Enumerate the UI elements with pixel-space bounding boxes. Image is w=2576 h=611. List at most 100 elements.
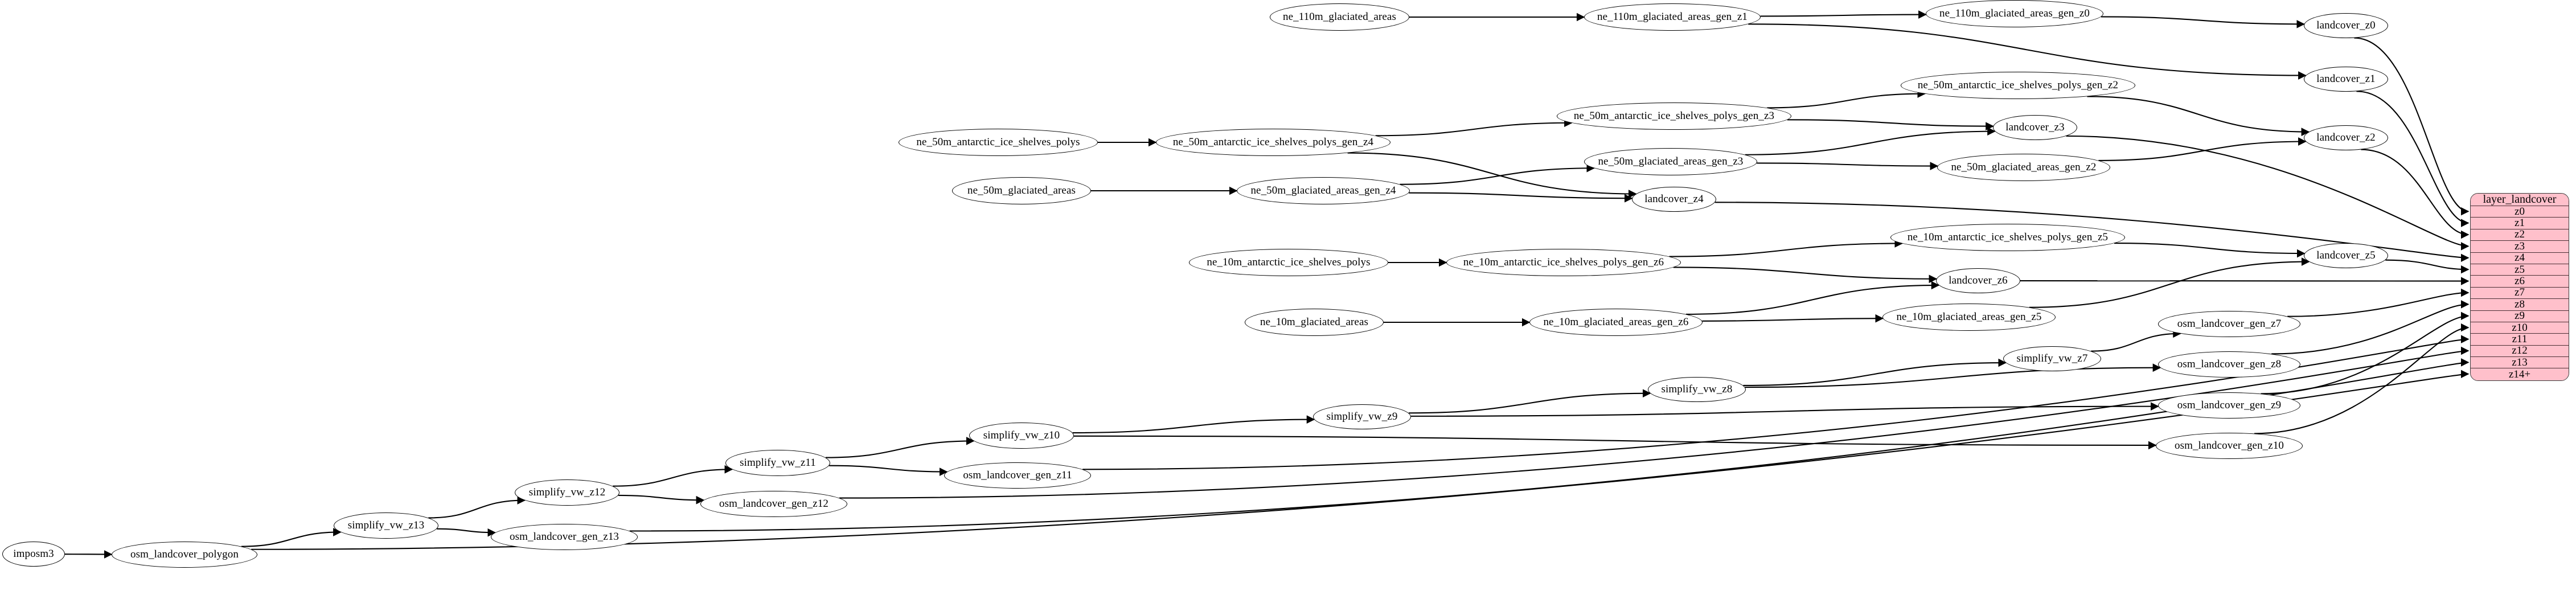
graph-edge (2254, 323, 2470, 434)
graph-node-landcover-z5[interactable]: landcover_z5 (2304, 243, 2388, 268)
table-row[interactable]: z14+ (2471, 368, 2569, 380)
graph-node-landcover-z0[interactable]: landcover_z0 (2304, 13, 2388, 38)
graph-edge (839, 346, 2470, 499)
graph-node-osm-landcover-polygon[interactable]: osm_landcover_polygon (112, 542, 257, 568)
graph-edge (1669, 239, 1904, 257)
graph-node-simplify-vw-z8[interactable]: simplify_vw_z8 (1648, 377, 1746, 402)
graph-edge (1400, 163, 1595, 185)
graph-node-ne-10m-antarctic-ice-shelves-polys[interactable]: ne_10m_antarctic_ice_shelves_polys (1189, 249, 1388, 276)
graph-edge (2356, 91, 2470, 227)
graph-node-osm-landcover-gen-z11[interactable]: osm_landcover_gen_z11 (944, 462, 1091, 489)
table-row[interactable]: z8 (2471, 298, 2569, 311)
graph-edge (1685, 281, 1940, 315)
graph-edge (2354, 37, 2470, 216)
table-row[interactable]: z9 (2471, 310, 2569, 322)
graph-node-ne-50m-glaciated-areas[interactable]: ne_50m_glaciated_areas (952, 177, 1091, 204)
graph-node-landcover-z3[interactable]: landcover_z3 (1993, 115, 2077, 140)
table-row[interactable]: z1 (2471, 217, 2569, 229)
graph-node-ne-50m-antarctic-ice-shelves-polys-gen-z4[interactable]: ne_50m_antarctic_ice_shelves_polys_gen_z… (1156, 129, 1390, 156)
graph-edge (1745, 127, 1996, 155)
graph-edge (437, 528, 497, 537)
graph-node-osm-landcover-gen-z7[interactable]: osm_landcover_gen_z7 (2158, 311, 2300, 337)
graph-node-ne-10m-glaciated-areas-gen-z6[interactable]: ne_10m_glaciated_areas_gen_z6 (1529, 309, 1703, 336)
table-row[interactable]: z13 (2471, 356, 2569, 369)
graph-node-ne-110m-glaciated-areas[interactable]: ne_110m_glaciated_areas (1270, 3, 1409, 31)
graph-edge (613, 465, 733, 487)
graph-node-ne-50m-antarctic-ice-shelves-polys[interactable]: ne_50m_antarctic_ice_shelves_polys (899, 129, 1098, 156)
graph-node-ne-50m-antarctic-ice-shelves-polys-gen-z3[interactable]: ne_50m_antarctic_ice_shelves_polys_gen_z… (1557, 102, 1791, 130)
graph-edge (1347, 152, 1637, 198)
graph-edge (1072, 415, 1315, 434)
graph-node-ne-50m-glaciated-areas-gen-z4[interactable]: ne_50m_glaciated_areas_gen_z4 (1237, 177, 1410, 204)
graph-edge (618, 494, 705, 505)
graph-node-simplify-vw-z13[interactable]: simplify_vw_z13 (334, 512, 438, 539)
graph-node-ne-50m-glaciated-areas-gen-z2[interactable]: ne_50m_glaciated_areas_gen_z2 (1937, 154, 2110, 181)
graph-edge (428, 496, 526, 519)
graph-edge (2087, 96, 2310, 136)
graph-edge (2101, 16, 2306, 28)
graph-edge (629, 358, 2470, 532)
graph-edge (1408, 389, 1651, 414)
graph-node-simplify-vw-z7[interactable]: simplify_vw_z7 (2003, 346, 2101, 371)
graph-node-ne-110m-glaciated-areas-gen-z1[interactable]: ne_110m_glaciated_areas_gen_z1 (1584, 3, 1761, 31)
graph-edge (1673, 266, 1938, 284)
graph-edge (829, 465, 948, 476)
graph-edge (2029, 257, 2310, 308)
table-row[interactable]: z3 (2471, 240, 2569, 253)
graph-node-simplify-vw-z9[interactable]: simplify_vw_z9 (1313, 404, 1411, 429)
graph-edge (1757, 162, 1939, 170)
graph-node-ne-50m-antarctic-ice-shelves-polys-gen-z2[interactable]: ne_50m_antarctic_ice_shelves_polys_gen_z… (1901, 72, 2135, 99)
graph-edge (2098, 137, 2307, 161)
graph-edge (1787, 119, 1994, 131)
table-row[interactable]: z6 (2471, 275, 2569, 288)
table-row[interactable]: z10 (2471, 322, 2569, 334)
graph-edge (1375, 118, 1573, 137)
graph-edge (1760, 10, 1927, 19)
graph-node-osm-landcover-gen-z8[interactable]: osm_landcover_gen_z8 (2158, 351, 2300, 378)
graph-edge (825, 437, 975, 458)
graph-node-simplify-vw-z12[interactable]: simplify_vw_z12 (515, 479, 620, 506)
table-row[interactable]: z11 (2471, 333, 2569, 346)
graph-node-osm-landcover-gen-z10[interactable]: osm_landcover_gen_z10 (2156, 433, 2303, 459)
graph-node-landcover-z2[interactable]: landcover_z2 (2304, 125, 2388, 150)
graph-edge (2385, 259, 2470, 274)
table-row[interactable]: z7 (2471, 286, 2569, 300)
graph-edge (251, 370, 2470, 550)
table-row[interactable]: z2 (2471, 228, 2569, 241)
graph-edge (2361, 149, 2470, 239)
graph-node-ne-10m-glaciated-areas-gen-z5[interactable]: ne_10m_glaciated_areas_gen_z5 (1882, 304, 2056, 331)
graph-edge (1748, 23, 2307, 80)
graph-edge (1702, 314, 1884, 323)
graph-node-simplify-vw-z11[interactable]: simplify_vw_z11 (725, 450, 830, 476)
graph-edge (2066, 135, 2470, 251)
graph-node-simplify-vw-z10[interactable]: simplify_vw_z10 (969, 423, 1074, 449)
graph-node-osm-landcover-gen-z12[interactable]: osm_landcover_gen_z12 (700, 491, 847, 517)
graph-node-ne-10m-antarctic-ice-shelves-polys-gen-z6[interactable]: ne_10m_antarctic_ice_shelves_polys_gen_z… (1446, 249, 1681, 276)
graph-edge (1409, 192, 1633, 203)
table-row[interactable]: z12 (2471, 345, 2569, 358)
graph-edge (241, 528, 342, 547)
graph-node-osm-landcover-gen-z9[interactable]: osm_landcover_gen_z9 (2158, 392, 2300, 419)
table-row[interactable]: z0 (2471, 206, 2569, 218)
graph-node-osm-landcover-gen-z13[interactable]: osm_landcover_gen_z13 (491, 524, 638, 550)
graph-node-ne-10m-antarctic-ice-shelves-polys-gen-z5[interactable]: ne_10m_antarctic_ice_shelves_polys_gen_z… (1890, 224, 2125, 251)
graph-edge (2091, 329, 2181, 352)
graph-node-ne-50m-glaciated-areas-gen-z3[interactable]: ne_50m_glaciated_areas_gen_z3 (1584, 148, 1757, 175)
graph-node-landcover-z1[interactable]: landcover_z1 (2304, 67, 2388, 92)
graph-node-ne-10m-glaciated-areas[interactable]: ne_10m_glaciated_areas (1245, 309, 1384, 336)
graph-edge (2114, 243, 2306, 258)
graph-node-imposm3[interactable]: imposm3 (2, 542, 65, 567)
graph-edge (2287, 288, 2470, 317)
table-header: layer_landcover (2471, 194, 2569, 206)
graph-edge (1073, 435, 2157, 450)
graph-edge (1743, 358, 2007, 386)
graph-node-landcover-z6[interactable]: landcover_z6 (1936, 268, 2020, 293)
table-row[interactable]: z4 (2471, 252, 2569, 264)
table-row[interactable]: z5 (2471, 264, 2569, 276)
graph-node-ne-110m-glaciated-areas-gen-z0[interactable]: ne_110m_glaciated_areas_gen_z0 (1926, 0, 2103, 27)
graph-node-landcover-z4[interactable]: landcover_z4 (1632, 187, 1716, 212)
